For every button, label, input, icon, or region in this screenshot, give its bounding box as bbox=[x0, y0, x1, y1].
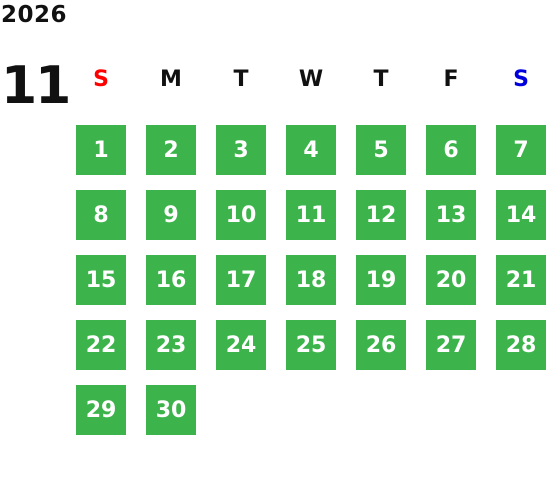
day-cell-19[interactable]: 19 bbox=[356, 255, 406, 305]
day-cell-2[interactable]: 2 bbox=[146, 125, 196, 175]
day-cell-20[interactable]: 20 bbox=[426, 255, 476, 305]
day-cell-1[interactable]: 1 bbox=[76, 125, 126, 175]
year-label: 2026 bbox=[1, 2, 68, 28]
day-grid: 1 2 3 4 5 6 7 8 9 10 11 12 13 14 15 16 1… bbox=[76, 125, 546, 435]
day-cell-18[interactable]: 18 bbox=[286, 255, 336, 305]
day-cell-16[interactable]: 16 bbox=[146, 255, 196, 305]
day-cell-6[interactable]: 6 bbox=[426, 125, 476, 175]
day-cell-27[interactable]: 27 bbox=[426, 320, 476, 370]
day-cell-29[interactable]: 29 bbox=[76, 385, 126, 435]
weekday-sunday: S bbox=[93, 67, 109, 92]
day-cell-13[interactable]: 13 bbox=[426, 190, 476, 240]
day-cell-24[interactable]: 24 bbox=[216, 320, 266, 370]
day-cell-4[interactable]: 4 bbox=[286, 125, 336, 175]
weekday-monday: M bbox=[160, 67, 182, 92]
day-cell-26[interactable]: 26 bbox=[356, 320, 406, 370]
day-cell-23[interactable]: 23 bbox=[146, 320, 196, 370]
weekday-thursday: T bbox=[373, 67, 389, 92]
day-cell-30[interactable]: 30 bbox=[146, 385, 196, 435]
day-cell-25[interactable]: 25 bbox=[286, 320, 336, 370]
weekday-saturday: S bbox=[513, 67, 529, 92]
day-cell-15[interactable]: 15 bbox=[76, 255, 126, 305]
day-cell-12[interactable]: 12 bbox=[356, 190, 406, 240]
day-cell-3[interactable]: 3 bbox=[216, 125, 266, 175]
day-cell-7[interactable]: 7 bbox=[496, 125, 546, 175]
weekday-tuesday: T bbox=[233, 67, 249, 92]
day-cell-21[interactable]: 21 bbox=[496, 255, 546, 305]
weekday-wednesday: W bbox=[298, 67, 324, 92]
day-cell-8[interactable]: 8 bbox=[76, 190, 126, 240]
day-cell-17[interactable]: 17 bbox=[216, 255, 266, 305]
day-cell-9[interactable]: 9 bbox=[146, 190, 196, 240]
weekday-friday: F bbox=[443, 67, 459, 92]
day-cell-11[interactable]: 11 bbox=[286, 190, 336, 240]
day-cell-10[interactable]: 10 bbox=[216, 190, 266, 240]
day-cell-22[interactable]: 22 bbox=[76, 320, 126, 370]
month-label: 11 bbox=[1, 56, 71, 116]
day-cell-28[interactable]: 28 bbox=[496, 320, 546, 370]
day-cell-14[interactable]: 14 bbox=[496, 190, 546, 240]
weekday-header: S M T W T F S bbox=[76, 64, 546, 96]
day-cell-5[interactable]: 5 bbox=[356, 125, 406, 175]
